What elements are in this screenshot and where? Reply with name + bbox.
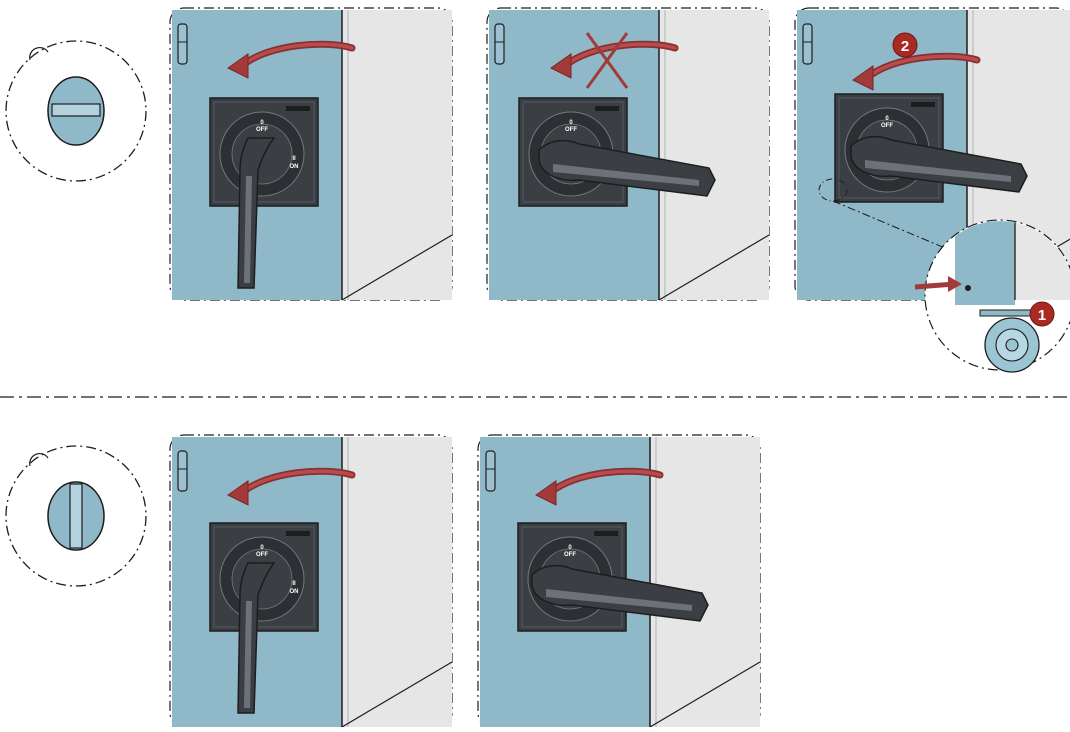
dial-label-ii: II <box>292 581 296 587</box>
dial-label-off: OFF <box>565 127 577 133</box>
panel-row2-off-opens: 0 OFF II ON <box>170 435 452 727</box>
svg-text:2: 2 <box>901 38 909 55</box>
panel-row1-on-blocked: 0 OFF II <box>487 8 769 300</box>
dial-label-off: OFF <box>881 123 893 129</box>
lock-detail-vertical <box>6 446 146 586</box>
dial-label-off: OFF <box>256 552 268 558</box>
panel-row2-on-opens: 0 OFF II <box>478 435 760 727</box>
dial-label-off: OFF <box>256 127 268 133</box>
panel-row1-off-opens: 0 OFF II ON <box>170 8 452 300</box>
dial-label-on: ON <box>290 164 299 170</box>
svg-text:1: 1 <box>1038 307 1046 324</box>
step-badge-2: 2 <box>893 33 917 57</box>
dial-label-on: ON <box>290 589 299 595</box>
lock-detail-horizontal <box>6 41 146 181</box>
dial-label-off: OFF <box>564 552 576 558</box>
dial-label-ii: II <box>292 156 296 162</box>
step-badge-1: 1 <box>1030 302 1054 326</box>
